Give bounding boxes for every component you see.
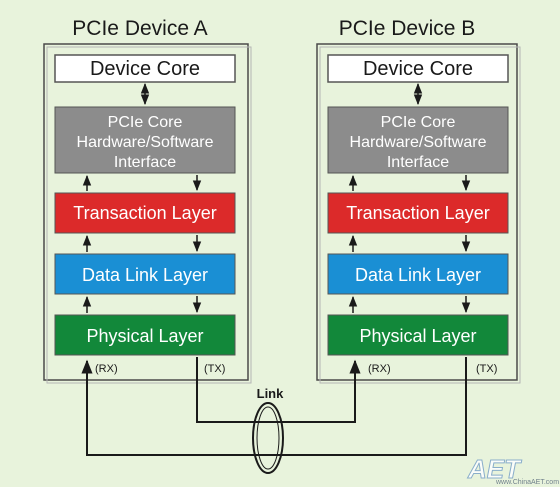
device-a-frame-shadow [46,46,252,384]
device-a-data-link-box [54,253,236,295]
device-b-core-label: Device Core [363,58,473,80]
device-b-frame [316,43,518,381]
device-b-interface-box [327,106,509,174]
device-b-data-link-box [327,253,509,295]
device-b-transaction-box [327,192,509,234]
device-b-physical-label: Physical Layer [359,326,476,346]
device-a-tx-label: (TX) [204,363,225,375]
watermark-logo: AET [467,454,522,484]
device-b-frame-shadow [319,46,521,384]
device-b-core-box [327,54,509,83]
device-b-transaction-label: Transaction Layer [346,203,489,223]
device-a-transaction-box [54,192,236,234]
device-b: PCIe Device B Device Core PCIe Core Hard… [316,17,521,384]
device-a-title: PCIe Device A [72,17,207,40]
device-a-interface-line1: PCIe Core [108,114,183,131]
watermark: AET www.ChinaAET.com [467,454,560,487]
device-a-physical-box [54,314,236,356]
device-b-interface-line3: Interface [387,154,449,171]
device-a: PCIe Device A Device Core PCIe Core Hard… [43,17,252,384]
link-wires: Link [81,357,467,474]
device-a-data-link-label: Data Link Layer [82,265,208,285]
device-b-rx-label: (RX) [368,363,391,375]
device-a-frame [43,43,249,381]
device-a-interface-box [54,106,236,174]
device-a-core-box [54,54,236,83]
link-label: Link [257,386,284,401]
device-b-title: PCIe Device B [339,17,476,40]
device-a-rx-label: (RX) [95,363,118,375]
device-a-transaction-label: Transaction Layer [73,203,216,223]
device-b-interface-line1: PCIe Core [381,114,456,131]
link-wire-a-tx-to-b-rx [196,357,361,423]
device-b-data-link-label: Data Link Layer [355,265,481,285]
watermark-url: www.ChinaAET.com [495,479,559,486]
device-b-interface-line2: Hardware/Software [350,134,487,151]
link-ellipse-inner [256,406,280,470]
device-a-physical-label: Physical Layer [86,326,203,346]
device-b-tx-label: (TX) [476,363,497,375]
device-a-core-label: Device Core [90,58,200,80]
device-b-physical-box [327,314,509,356]
link-wire-b-tx-to-a-rx [81,357,467,456]
device-a-interface-line3: Interface [114,154,176,171]
device-a-interface-line2: Hardware/Software [77,134,214,151]
link-ellipse-outer [252,402,284,474]
